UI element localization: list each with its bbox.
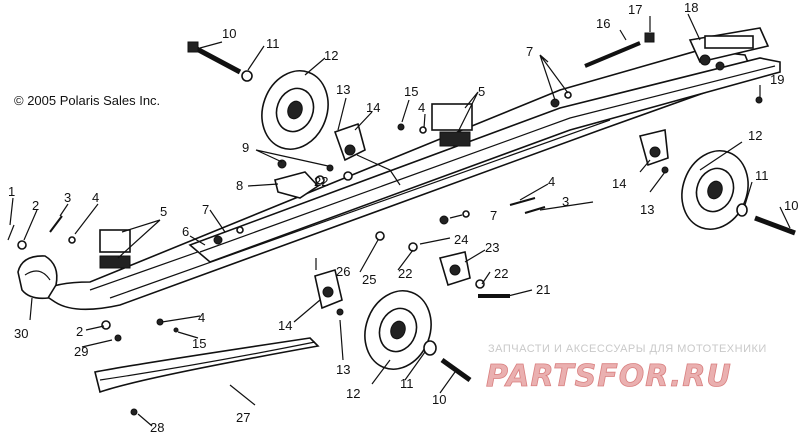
copyright-text: © 2005 Polaris Sales Inc. (14, 93, 160, 108)
right-rail (188, 57, 781, 263)
callout-9: 9 (242, 140, 249, 155)
callout-13: 13 (336, 82, 350, 97)
callout-4: 4 (92, 190, 99, 205)
callout-21: 21 (536, 282, 550, 297)
callout-7: 7 (490, 208, 497, 223)
callout-10: 10 (432, 392, 446, 407)
callout-22: 22 (494, 266, 508, 281)
callout-2: 2 (76, 324, 83, 339)
leader-lines (9, 13, 791, 427)
callout-11: 11 (755, 168, 769, 183)
callout-25: 25 (362, 272, 376, 287)
callout-24: 24 (454, 232, 468, 247)
callout-4: 4 (418, 100, 425, 115)
callout-11: 11 (266, 36, 280, 51)
callout-27: 27 (236, 410, 250, 425)
watermark: ЗАПЧАСТИ И АКСЕССУАРЫ ДЛЯ МОТОТЕХНИКИ PA… (486, 343, 767, 394)
watermark-logo: PARTSFOR.RU (486, 359, 732, 394)
callout-17: 17 (628, 2, 642, 17)
callout-10: 10 (784, 198, 798, 213)
callout-12: 12 (346, 386, 360, 401)
hyfax-slide (94, 337, 320, 394)
callout-14: 14 (612, 176, 626, 191)
callout-13: 13 (640, 202, 654, 217)
callout-2: 2 (32, 198, 39, 213)
callout-26: 26 (336, 264, 350, 279)
callout-22: 22 (314, 174, 328, 189)
callout-12: 12 (324, 48, 338, 63)
callout-6: 6 (182, 224, 189, 239)
callout-30: 30 (14, 326, 28, 341)
callout-3: 3 (562, 194, 569, 209)
callout-22: 22 (398, 266, 412, 281)
bracket-8 (274, 171, 320, 199)
callout-5: 5 (478, 84, 485, 99)
callout-3: 3 (64, 190, 71, 205)
callout-4: 4 (198, 310, 205, 325)
axle-mounts (314, 122, 669, 310)
small-hardware (7, 91, 763, 416)
callout-28: 28 (150, 420, 164, 435)
callout-15: 15 (404, 84, 418, 99)
callout-5: 5 (160, 204, 167, 219)
idler-wheel-bottom (364, 290, 432, 370)
bolts (187, 32, 796, 383)
callout-15: 15 (192, 336, 206, 351)
callout-13: 13 (336, 362, 350, 377)
callout-numbers: 1 2 2 3 3 4 4 4 4 5 5 6 7 7 7 8 9 10 10 … (8, 0, 798, 435)
callout-19: 19 (770, 72, 784, 87)
callout-23: 23 (485, 240, 499, 255)
rail-tip-30 (17, 255, 58, 300)
callout-4: 4 (548, 174, 555, 189)
idler-wheel-right (681, 150, 749, 230)
callout-14: 14 (366, 100, 380, 115)
callout-14: 14 (278, 318, 292, 333)
callout-11: 11 (400, 376, 414, 391)
watermark-tagline: ЗАПЧАСТИ И АКСЕССУАРЫ ДЛЯ МОТОТЕХНИКИ (488, 343, 767, 355)
callout-29: 29 (74, 344, 88, 359)
callout-8: 8 (236, 178, 243, 193)
callout-16: 16 (596, 16, 610, 31)
callout-10: 10 (222, 26, 236, 41)
callout-1: 1 (8, 184, 15, 199)
callout-12: 12 (748, 128, 762, 143)
callout-18: 18 (684, 0, 698, 15)
idler-wheel-top (261, 70, 329, 150)
callout-7: 7 (202, 202, 209, 217)
callout-7: 7 (526, 44, 533, 59)
rail-end-bracket (688, 27, 770, 71)
